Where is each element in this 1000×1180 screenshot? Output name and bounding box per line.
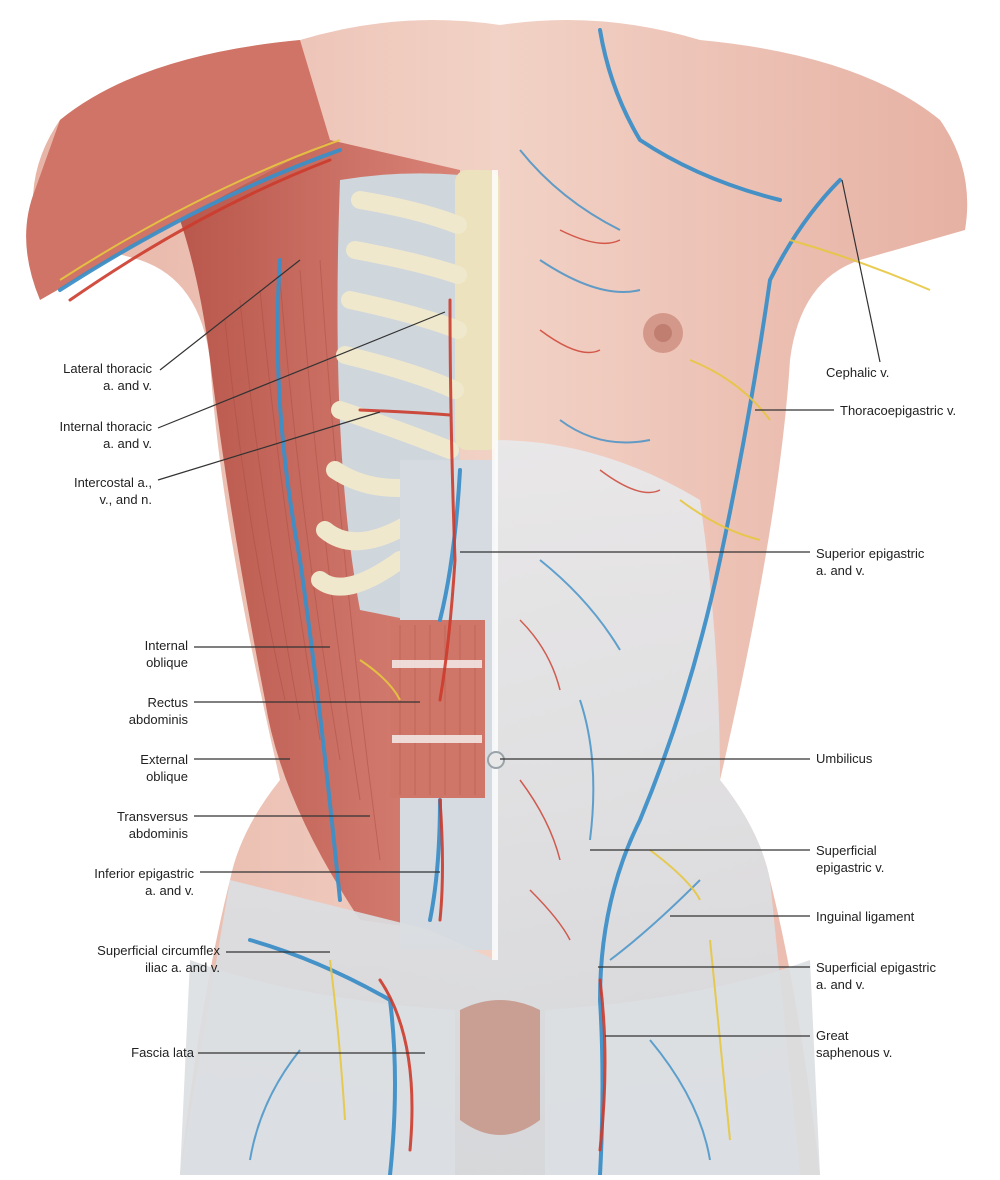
label-line: Umbilicus (816, 751, 873, 766)
abdominal-fascia (180, 440, 800, 1175)
label-line: Superficial (816, 843, 877, 858)
label-line: v., and n. (99, 492, 152, 507)
label-line: a. and v. (816, 563, 865, 578)
label-line: abdominis (128, 826, 188, 841)
label-line: Rectus (147, 695, 188, 710)
leader-lateral-thoracic (159, 259, 301, 371)
label-superior-epigastric: Superior epigastric a. and v. (816, 545, 924, 579)
label-umbilicus: Umbilicus (816, 750, 872, 767)
label-superficial-epigastric-av: Superficial epigastric a. and v. (816, 959, 936, 993)
label-line: Thoracoepigastric v. (840, 403, 957, 418)
label-inferior-epigastric: Inferior epigastric a. and v. (94, 865, 194, 899)
label-line: Internal thoracic (59, 419, 153, 434)
label-line: Internal (144, 638, 188, 653)
label-external-oblique: External oblique (140, 751, 188, 785)
label-superficial-epigastric-v: Superficial epigastric v. (816, 842, 884, 876)
label-line: a. and v. (103, 436, 152, 451)
leader-cephalic (841, 179, 881, 363)
label-transversus-abdominis: Transversus abdominis (117, 808, 188, 842)
label-internal-thoracic: Internal thoracic a. and v. (60, 418, 153, 452)
label-line: saphenous v. (816, 1045, 893, 1060)
label-line: Fascia lata (131, 1045, 194, 1060)
label-line: abdominis (128, 712, 188, 727)
label-superficial-circumflex-iliac: Superficial circumflex iliac a. and v. (97, 942, 220, 976)
label-great-saphenous: Great saphenous v. (816, 1027, 892, 1061)
label-line: External (140, 752, 188, 767)
label-line: a. and v. (816, 977, 865, 992)
label-line: Superior epigastric (816, 546, 925, 561)
label-line: epigastric v. (816, 860, 885, 875)
label-line: iliac a. and v. (145, 960, 220, 975)
label-intercostal: Intercostal a., v., and n. (74, 474, 152, 508)
label-line: Cephalic v. (826, 365, 890, 380)
label-line: Inferior epigastric (94, 866, 194, 881)
label-rectus-abdominis: Rectus abdominis (129, 694, 188, 728)
label-lateral-thoracic: Lateral thoracic a. and v. (63, 360, 152, 394)
thigh-left (180, 960, 455, 1175)
leader-internal-thoracic (157, 311, 446, 429)
label-line: Intercostal a., (73, 475, 152, 490)
label-fascia-lata: Fascia lata (131, 1044, 194, 1061)
sternum (455, 170, 500, 450)
thigh-right (545, 960, 820, 1175)
label-line: Great (816, 1028, 849, 1043)
label-line: Inguinal ligament (816, 909, 915, 924)
label-line: oblique (146, 655, 188, 670)
deltoid-muscle-left (26, 40, 330, 300)
label-line: oblique (146, 769, 188, 784)
label-thoracoepigastric: Thoracoepigastric v. (840, 402, 956, 419)
label-line: Lateral thoracic (63, 361, 152, 376)
umbilicus-mark (487, 751, 505, 769)
label-inguinal-ligament: Inguinal ligament (816, 908, 914, 925)
label-line: Superficial circumflex (97, 943, 220, 958)
label-internal-oblique: Internal oblique (145, 637, 188, 671)
label-line: a. and v. (103, 378, 152, 393)
leader-intercostal (157, 411, 381, 481)
label-line: Transversus (116, 809, 188, 824)
rectus-abdominis-muscle (390, 620, 485, 798)
label-line: Superficial epigastric (816, 960, 936, 975)
label-cephalic: Cephalic v. (826, 364, 889, 381)
label-line: a. and v. (145, 883, 194, 898)
genitalia (460, 1000, 540, 1135)
